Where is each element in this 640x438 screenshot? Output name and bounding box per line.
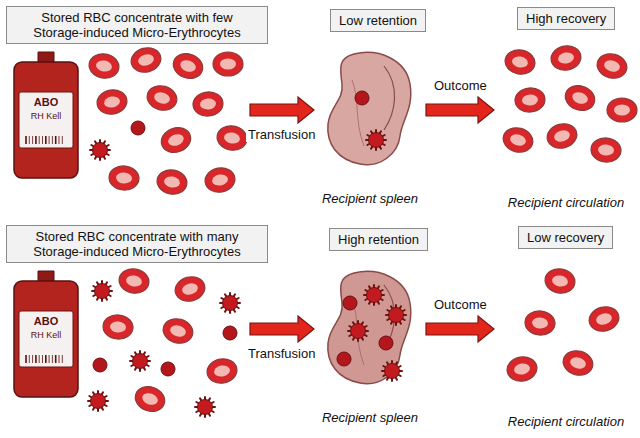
echinocyte [92,281,112,301]
block-arrow [250,97,314,123]
erythrocyte [544,121,579,152]
figure-caption: Recipient circulation [496,414,636,429]
cell-cluster [505,267,621,384]
spherocyte [379,336,393,350]
blood-bag-group: ABO RH Kell [8,48,248,198]
cell-cluster [87,45,249,197]
circulation-group: Recipient circulation [496,44,636,212]
erythrocyte [549,44,583,73]
erythrocyte [160,316,195,347]
arrow-label: Outcome [432,78,489,93]
erythrocyte [117,267,151,296]
figure-caption: Recipient spleen [316,191,424,206]
echinocyte [130,351,150,371]
erythrocyte [144,83,179,114]
erythrocyte [102,314,134,341]
erythrocyte [170,50,206,83]
sample-box: Stored RBC concentrate with many Storage… [6,225,268,263]
echinocyte [364,285,384,305]
blood-bag [14,52,78,178]
erythrocyte [132,383,168,416]
echinocyte [88,391,108,411]
retention-box: Low retention [330,9,426,32]
erythrocyte [543,267,577,296]
box-label: High recovery [526,11,606,26]
cell-cluster [337,285,406,381]
box-label: Stored RBC concentrate with few Storage-… [15,10,259,40]
blood-bag-group: ABO RH Kell [8,267,248,417]
cell-cluster [88,267,240,417]
echinocyte [366,130,386,150]
box-label: Stored RBC concentrate with many Storage… [15,229,259,259]
box-label: Low recovery [527,230,604,245]
arrow-label: Transfusion [246,346,317,361]
retention-box: High retention [329,228,428,251]
erythrocyte [503,48,537,77]
echinocyte [195,397,215,417]
erythrocyte [95,88,129,117]
spleen [328,271,411,383]
spleen-group: Recipient spleen [316,265,424,427]
spherocyte [337,352,351,366]
bag-label: ABO [19,315,73,328]
figure-caption: Recipient spleen [316,410,424,425]
box-label: High retention [338,232,419,247]
block-arrow [426,97,494,123]
erythrocyte [128,45,163,76]
erythrocyte [155,168,189,197]
erythrocyte [108,165,140,192]
erythrocyte [505,355,539,384]
recovery-box: High recovery [517,7,615,30]
box-label: Low retention [339,13,417,28]
echinocyte [348,321,368,341]
erythrocyte [607,98,637,122]
spherocyte [223,326,237,340]
spherocyte [355,91,369,105]
bag-label: ABO [19,96,73,109]
erythrocyte [562,82,598,115]
echinocyte [90,140,110,160]
bag-label: RH Kell [19,330,73,341]
erythrocyte [594,51,629,82]
erythrocyte [514,87,546,114]
spherocyte [93,358,107,372]
spleen-group: Recipient spleen [316,46,424,208]
erythrocyte [158,124,194,157]
bag-label: RH Kell [19,111,73,122]
echinocyte [382,361,402,381]
erythrocyte [205,357,239,386]
blood-bag [14,271,78,397]
spherocyte [161,362,175,376]
erythrocyte [215,124,249,153]
erythrocyte [586,304,621,335]
spleen [328,52,411,164]
figure-caption: Recipient circulation [496,195,636,210]
erythrocyte [213,52,243,76]
echinocyte [220,293,240,313]
circulation-group: Recipient circulation [496,263,636,431]
erythrocyte [87,52,121,81]
erythrocyte [524,310,556,337]
arrow-label: Outcome [432,297,489,312]
erythrocyte [192,91,224,118]
recovery-box: Low recovery [518,226,613,249]
block-arrow [426,316,494,342]
erythrocyte [203,166,237,195]
erythrocyte [500,125,535,156]
sample-box: Stored RBC concentrate with few Storage-… [6,6,268,44]
spherocyte [131,121,145,135]
echinocyte [386,305,406,325]
spherocyte [343,296,357,310]
arrow-label: Transfusion [246,127,317,142]
cell-cluster [500,44,637,164]
erythrocyte [560,348,595,379]
erythrocyte [172,274,207,305]
erythrocyte [590,137,622,164]
cell-cluster [355,91,386,150]
block-arrow [250,316,314,342]
